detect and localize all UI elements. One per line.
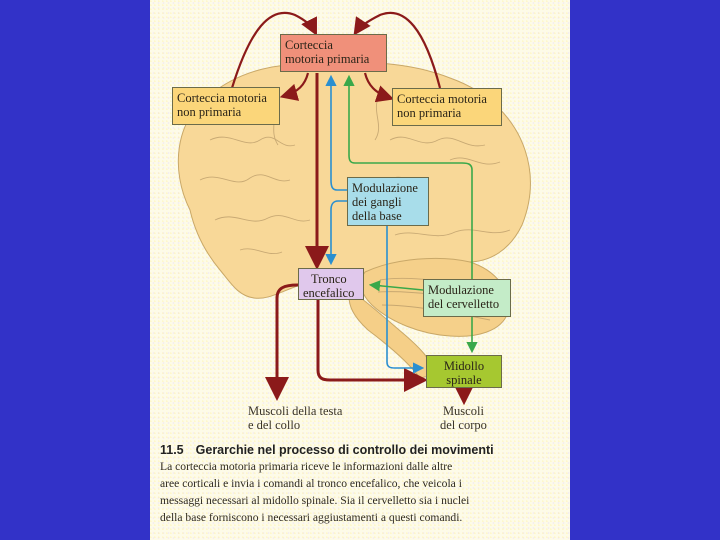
label-line: Muscoli della testa <box>248 404 343 418</box>
figure-number: 11.5 <box>160 443 184 457</box>
basal-ganglia-modulation-box: Modulazione dei gangli della base <box>347 177 429 226</box>
cerebellum-arrows <box>343 74 478 354</box>
box-line: Tronco <box>311 272 347 286</box>
arrow-basal-to-spinal <box>386 226 425 374</box>
figure-title: Gerarchie nel processo di controllo dei … <box>195 443 494 457</box>
arrow-brainstem-to-spinal-cord <box>316 300 428 392</box>
arrow-right-nonprimary-to-primary <box>353 11 442 89</box>
box-line: Corteccia <box>285 38 333 52</box>
box-line: della base <box>352 209 402 223</box>
motor-pathway-arrows <box>230 11 475 406</box>
box-line: Midollo <box>443 359 485 373</box>
box-line: motoria primaria <box>285 52 370 66</box>
arrow-cerebellum-to-brainstem <box>368 280 424 292</box>
arrow-brainstem-to-head-muscles <box>265 283 299 401</box>
primary-motor-cortex-box: Corteccia motoria primaria <box>280 34 387 72</box>
arrow-basal-to-primary <box>325 74 347 191</box>
arrow-cerebellum-to-primary <box>343 74 473 279</box>
caption-body: La corteccia motoria primaria riceve le … <box>160 458 565 526</box>
caption-line: La corteccia motoria primaria riceve le … <box>160 460 453 473</box>
caption-line: della base forniscono i necessari aggius… <box>160 511 463 524</box>
box-line: Corteccia motoria <box>397 92 487 106</box>
caption-line: aree corticali e invia i comandi al tron… <box>160 477 462 490</box>
arrow-primary-to-right-nonprimary <box>363 72 395 103</box>
box-line: Modulazione <box>428 283 494 297</box>
head-neck-muscles-label: Muscoli della testa e del collo <box>248 404 342 432</box>
motor-hierarchy-diagram: Corteccia motoria primaria Corteccia mot… <box>150 0 570 440</box>
cerebellum-modulation-box: Modulazione del cervelletto <box>423 279 511 317</box>
box-line: spinale <box>446 373 482 387</box>
box-line: non primaria <box>177 105 242 119</box>
arrow-left-nonprimary-to-primary <box>230 11 317 89</box>
spinal-cord-box: Midollo spinale <box>426 355 502 388</box>
box-line: Corteccia motoria <box>177 91 267 105</box>
label-line: del corpo <box>440 418 487 432</box>
box-line: encefalico <box>303 286 355 300</box>
basal-ganglia-arrows <box>325 74 425 374</box>
caption-title: 11.5 Gerarchie nel processo di controllo … <box>160 443 565 457</box>
figure-caption: 11.5 Gerarchie nel processo di controllo … <box>160 443 565 526</box>
box-line: del cervelletto <box>428 297 500 311</box>
nonprimary-motor-cortex-right-box: Corteccia motoria non primaria <box>392 88 502 126</box>
box-line: dei gangli <box>352 195 402 209</box>
caption-line: messaggi necessari al midollo spinale. S… <box>160 494 470 507</box>
label-line: Muscoli <box>442 404 484 418</box>
nonprimary-motor-cortex-left-box: Corteccia motoria non primaria <box>172 87 280 125</box>
arrow-primary-to-left-nonprimary <box>279 72 310 101</box>
arrow-basal-to-brainstem <box>325 200 347 266</box>
textbook-page: Corteccia motoria primaria Corteccia mot… <box>150 0 570 540</box>
body-muscles-label: Muscoli del corpo <box>440 404 487 432</box>
box-line: Modulazione <box>352 181 418 195</box>
brainstem-box: Tronco encefalico <box>298 268 364 300</box>
label-line: e del collo <box>248 418 301 432</box>
box-line: non primaria <box>397 106 462 120</box>
